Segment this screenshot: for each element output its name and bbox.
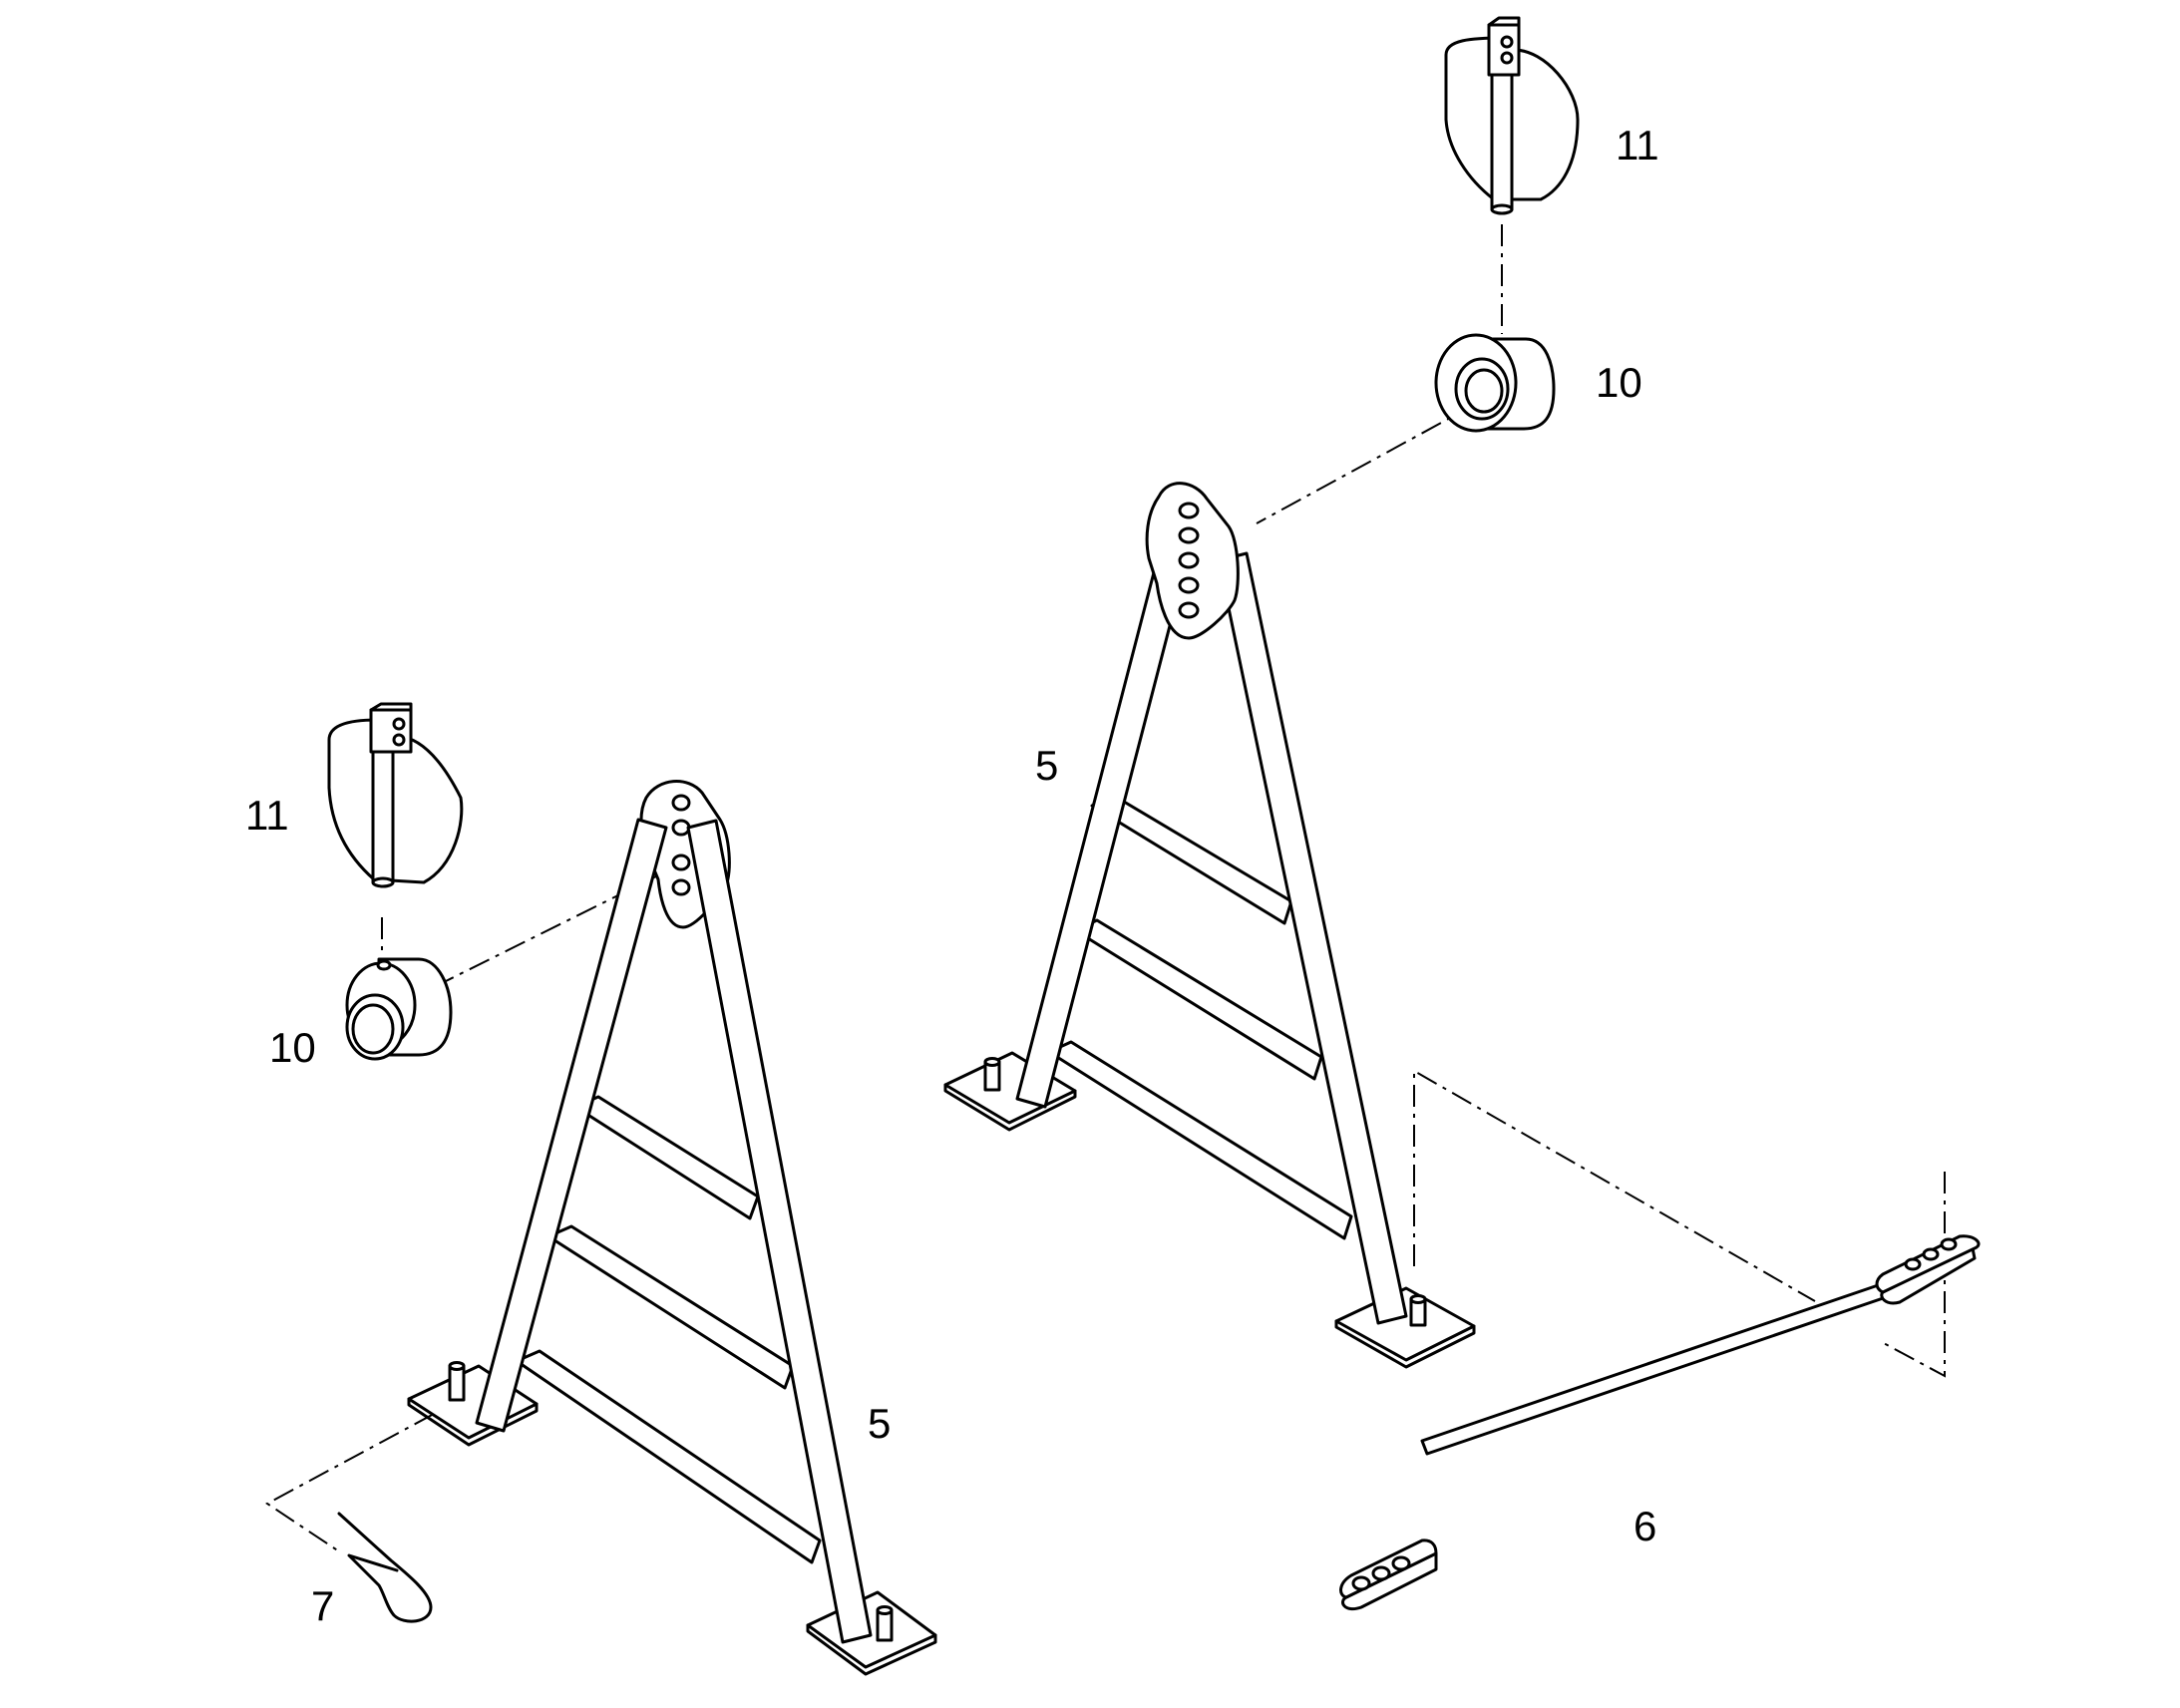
callout-clip: 7 [311, 1582, 334, 1629]
callout-bushing-top-right: 10 [1596, 359, 1642, 406]
callout-stand-left: 5 [868, 1400, 891, 1447]
hairpin-clip [337, 1512, 433, 1623]
callout-stand-right: 5 [1035, 742, 1058, 789]
locking-pin-top-right [1444, 16, 1580, 215]
assembly-line-bar-to-stand [1413, 1069, 1816, 1302]
locating-pin [448, 1361, 466, 1402]
locating-pin [1409, 1294, 1427, 1327]
mounting-plate [1145, 482, 1240, 640]
callout-labels: 11 10 5 11 10 5 7 6 [245, 122, 1659, 1629]
stand-left [407, 780, 937, 1676]
cross-bar [546, 1224, 795, 1390]
locating-pin [983, 1057, 1001, 1092]
locating-pin [876, 1605, 894, 1642]
stand-right [943, 482, 1476, 1369]
bushing-left [345, 957, 453, 1061]
assembly-lines [265, 224, 1946, 1552]
cross-bar [1047, 1040, 1353, 1240]
assembly-line-bar-end [1879, 1172, 1946, 1378]
cross-bar [515, 1349, 822, 1564]
assembly-line-bushing-to-stand-left [433, 864, 679, 988]
assembly-line-clip [265, 1413, 435, 1552]
foot-plate [1334, 1286, 1476, 1362]
assembly-line-bushing-to-stand-right [1256, 403, 1477, 524]
callout-tie-bar: 6 [1634, 1503, 1656, 1549]
cross-bar [573, 1095, 760, 1220]
cross-bar [1073, 918, 1323, 1081]
stand-leg [475, 818, 668, 1433]
foot-plate [806, 1590, 937, 1669]
callout-pin-left: 11 [245, 792, 289, 839]
stand-leg [686, 819, 873, 1644]
tie-bar [1339, 1234, 1981, 1611]
callout-bushing-left: 10 [269, 1024, 316, 1071]
locking-pin-left [327, 702, 464, 888]
callout-pin-top-right: 11 [1616, 122, 1659, 169]
bushing-top-right [1434, 333, 1556, 433]
